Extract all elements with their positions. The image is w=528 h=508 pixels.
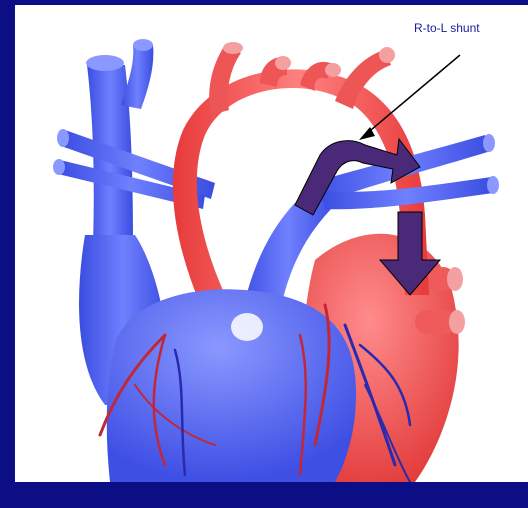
shunt-annotation-label: R-to-L shunt [414, 21, 480, 35]
heart-illustration [15, 5, 528, 482]
right-ventricle [107, 289, 356, 482]
diagram-panel: R-to-L shunt [15, 5, 528, 482]
